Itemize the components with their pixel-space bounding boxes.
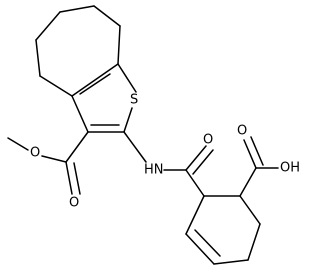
bond [117,25,121,65]
acid-hydroxyl-label: OH [280,161,300,176]
bond [65,131,89,163]
thiophene-ring [71,63,137,133]
methyl-ester-group [7,131,89,195]
atom-labels: S HN O O OH O O [30,93,300,211]
amide-linker [123,131,214,197]
bond [123,107,133,133]
bond [117,63,137,93]
ester-ether-oxygen-label: O [30,146,40,161]
bond [41,155,67,163]
bond [35,39,41,77]
amide-oxygen-label: O [203,133,213,148]
sulfur-atom-label: S [130,93,138,108]
bond [239,167,257,197]
bond [71,63,119,97]
cycloheptane-ring [35,5,121,97]
bond [192,149,214,175]
bond [239,195,261,225]
bond [123,131,147,163]
acid-oxygen-label: O [237,124,247,139]
bond [185,169,205,197]
bond [59,5,95,13]
bond [247,223,261,261]
bond [73,162,81,195]
bond [93,5,121,27]
bond [71,95,89,133]
bond [35,11,61,41]
bond [185,145,207,171]
bond [65,161,73,195]
carboxylic-acid-group [239,136,279,197]
bond [194,229,221,257]
bond [39,75,73,97]
bond [243,139,257,169]
bond [213,259,249,265]
amide-nitrogen-label: HN [144,163,164,178]
bond [250,136,264,166]
ester-carbonyl-oxygen-label: O [69,196,79,211]
bond [79,73,111,95]
bond [185,195,205,235]
bond [185,233,215,265]
bond [7,137,29,151]
cyclohexene-ring [185,195,261,265]
